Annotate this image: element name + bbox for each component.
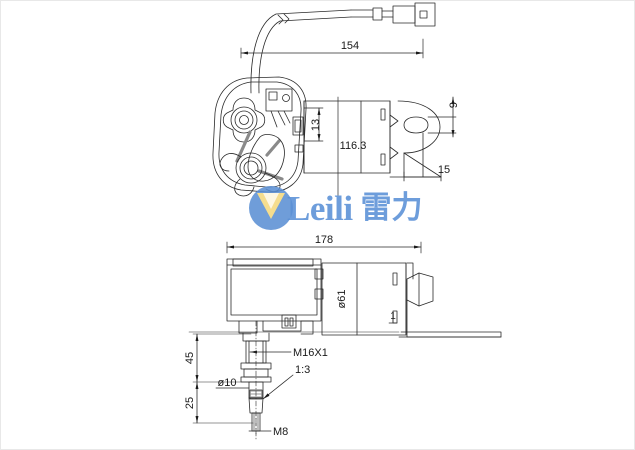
dim-label-178: 178 bbox=[315, 234, 333, 246]
dimension-13 bbox=[303, 107, 324, 142]
dimension-9 bbox=[427, 96, 457, 138]
motor-barrel-side bbox=[321, 262, 407, 336]
leader-1to3 bbox=[262, 374, 294, 400]
dim-label-25: 25 bbox=[184, 397, 196, 409]
motor-barrel-plan bbox=[303, 100, 391, 174]
dim-label-m16x1: M16X1 bbox=[293, 347, 328, 359]
mounting-bracket-plan bbox=[389, 100, 442, 178]
dimension-178 bbox=[226, 241, 422, 254]
gearbox-side-profile bbox=[226, 258, 324, 335]
dimension-25 bbox=[192, 381, 254, 424]
connector-assembly bbox=[372, 2, 436, 27]
dim-label-13: 13 bbox=[310, 119, 322, 131]
endcap-detail bbox=[389, 114, 399, 160]
wire-harness-outline bbox=[250, 9, 374, 94]
mounting-plate-side bbox=[188, 299, 502, 338]
dim-label-dia10: ø10 bbox=[218, 377, 237, 389]
dimension-45 bbox=[192, 333, 252, 383]
dim-label-1: 1 bbox=[390, 311, 396, 322]
dim-label-45: 45 bbox=[184, 352, 196, 364]
dim-label-1to3: 1:3 bbox=[295, 364, 310, 376]
dimension-15 bbox=[403, 171, 442, 182]
tail-bearing-cap bbox=[406, 262, 434, 307]
dim-label-9: 9 bbox=[448, 102, 460, 108]
dim-label-m8: M8 bbox=[273, 426, 288, 438]
terminal-block bbox=[265, 88, 304, 153]
dim-label-dia61: ø61 bbox=[336, 290, 348, 309]
dimension-1-leader bbox=[388, 311, 398, 324]
dim-label-154: 154 bbox=[341, 40, 359, 52]
dimension-154 bbox=[240, 38, 424, 59]
output-shaft-boss bbox=[222, 97, 266, 143]
dim-label-116-3: 116.3 bbox=[340, 140, 367, 152]
crank-slot-arm bbox=[247, 134, 285, 182]
dim-label-15: 15 bbox=[438, 164, 450, 176]
